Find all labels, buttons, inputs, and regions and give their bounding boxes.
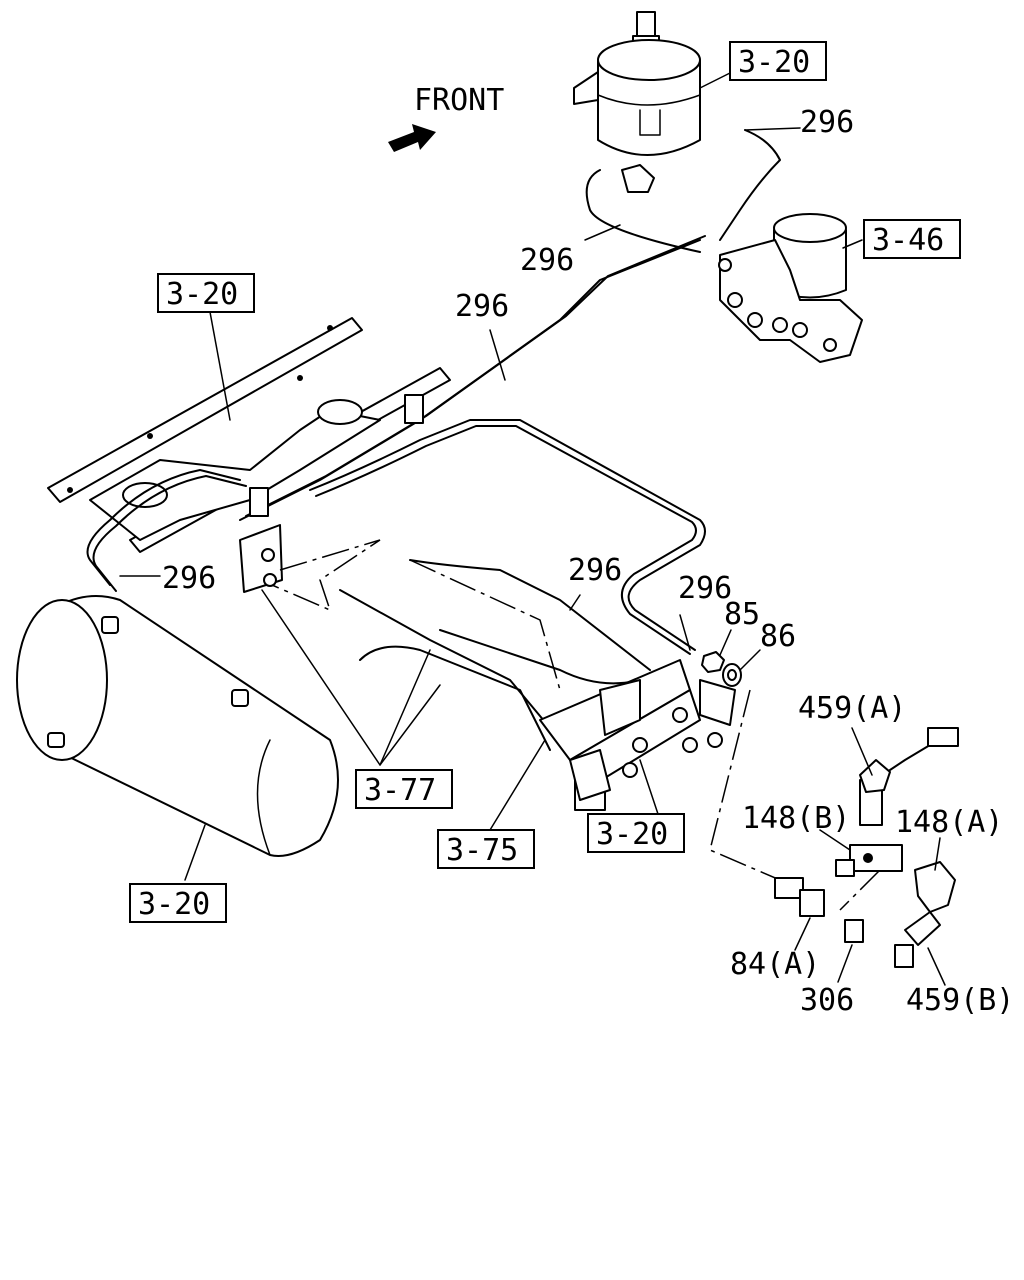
front-label: FRONT (414, 83, 504, 118)
callout-3-46: 3-46 (863, 219, 961, 259)
part-label-296-c: 296 (455, 289, 509, 324)
callout-3-77: 3-77 (355, 769, 453, 809)
part-label-459a: 459(A) (798, 691, 906, 726)
callout-3-20-left: 3-20 (157, 273, 255, 313)
callout-3-20-top: 3-20 (729, 41, 827, 81)
leader-lines (119, 72, 946, 986)
callout-3-75: 3-75 (437, 829, 535, 869)
part-label-296-b: 296 (520, 243, 574, 278)
svg-text:3-20: 3-20 (166, 277, 238, 312)
part-label-86: 86 (760, 619, 796, 654)
part-label-306: 306 (800, 983, 854, 1018)
part-label-296-a: 296 (800, 105, 854, 140)
svg-text:3-20: 3-20 (138, 887, 210, 922)
part-label-85: 85 (724, 597, 760, 632)
callout-3-20-mid: 3-20 (587, 813, 685, 853)
part-label-296-d: 296 (162, 561, 216, 596)
part-label-148a: 148(A) (895, 805, 1003, 840)
part-label-84a: 84(A) (730, 947, 820, 982)
nut-washer (701, 651, 742, 687)
air-tubes-upper (239, 129, 781, 521)
switch-fittings (774, 727, 959, 968)
front-arrow-icon (388, 124, 436, 152)
top-reservoir (573, 11, 701, 193)
svg-text:3-46: 3-46 (872, 223, 944, 258)
valve-bracket-left (239, 524, 283, 593)
air-tank (16, 595, 339, 857)
valve-block (539, 659, 736, 811)
svg-text:3-20: 3-20 (596, 817, 668, 852)
part-label-296-e: 296 (568, 553, 622, 588)
part-label-296-f: 296 (678, 571, 732, 606)
air-dryer (718, 213, 863, 363)
svg-text:3-20: 3-20 (738, 45, 810, 80)
svg-text:3-77: 3-77 (364, 773, 436, 808)
air-pipe-loop (86, 419, 706, 655)
frame-crossmember (47, 317, 451, 553)
svg-text:3-75: 3-75 (446, 833, 518, 868)
callout-3-20-bottom: 3-20 (129, 883, 227, 923)
part-label-148b: 148(B) (742, 801, 850, 836)
part-label-459b: 459(B) (906, 983, 1014, 1018)
